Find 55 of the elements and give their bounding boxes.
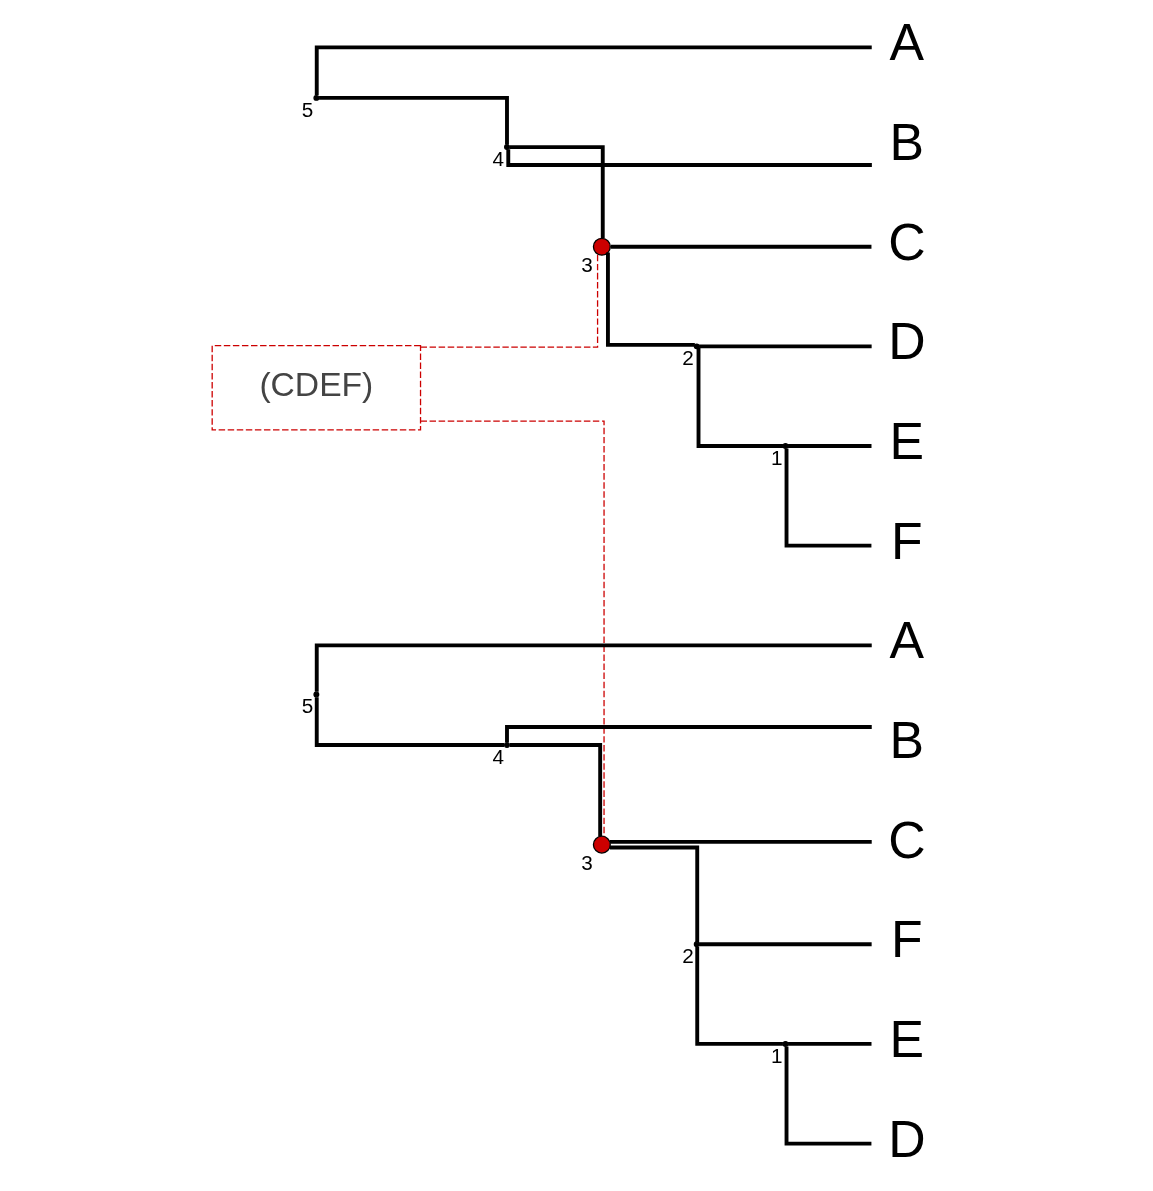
connector <box>698 344 872 349</box>
node-text: D <box>887 312 926 371</box>
connector <box>610 244 871 249</box>
node-circle <box>312 94 319 101</box>
node-text: A <box>889 13 924 72</box>
connector <box>508 145 605 239</box>
node-text: B <box>889 113 924 172</box>
node-text: C <box>887 212 926 271</box>
node-text: F <box>890 511 923 570</box>
node-text: B <box>889 710 924 769</box>
connector <box>698 942 872 947</box>
connector <box>784 448 871 548</box>
connector <box>787 444 871 448</box>
node-text: A <box>889 611 924 670</box>
connector <box>314 697 504 747</box>
node-label: 1 <box>770 1043 782 1067</box>
node-circle <box>693 343 700 350</box>
connector <box>787 1042 871 1046</box>
connector <box>504 725 872 743</box>
node-label: 2 <box>681 346 694 370</box>
node-text: E <box>889 411 924 470</box>
node-circle <box>693 941 700 948</box>
node-circle <box>503 742 510 748</box>
connector <box>784 1046 871 1146</box>
node-label: 4 <box>491 146 504 170</box>
node-label: 3 <box>580 252 593 276</box>
node-text: F <box>890 910 923 969</box>
connector <box>694 946 783 1046</box>
connector <box>505 149 872 167</box>
node-label: 2 <box>681 944 694 968</box>
node-circle <box>782 443 788 449</box>
node-circle <box>312 691 319 698</box>
connector <box>318 95 509 145</box>
connector <box>314 643 872 692</box>
connector <box>419 420 605 837</box>
node-circle <box>592 237 611 256</box>
connector <box>419 253 598 348</box>
node-circle <box>782 1040 788 1047</box>
node-box: (CDEF) <box>211 345 421 431</box>
node-text: E <box>889 1009 924 1068</box>
connector <box>696 348 783 448</box>
node-text: C <box>887 810 926 869</box>
node-label: 5 <box>301 694 313 718</box>
node-text: D <box>887 1109 926 1168</box>
node-label: 1 <box>770 445 782 469</box>
connector <box>605 252 695 347</box>
node-circle <box>503 144 510 151</box>
node-label: 5 <box>301 97 313 121</box>
node-label: 4 <box>491 744 504 768</box>
connector <box>609 845 699 942</box>
connector <box>609 839 872 844</box>
connector <box>314 45 872 96</box>
node-circle <box>592 835 611 854</box>
connector <box>509 743 602 837</box>
node-label: 3 <box>580 850 593 874</box>
